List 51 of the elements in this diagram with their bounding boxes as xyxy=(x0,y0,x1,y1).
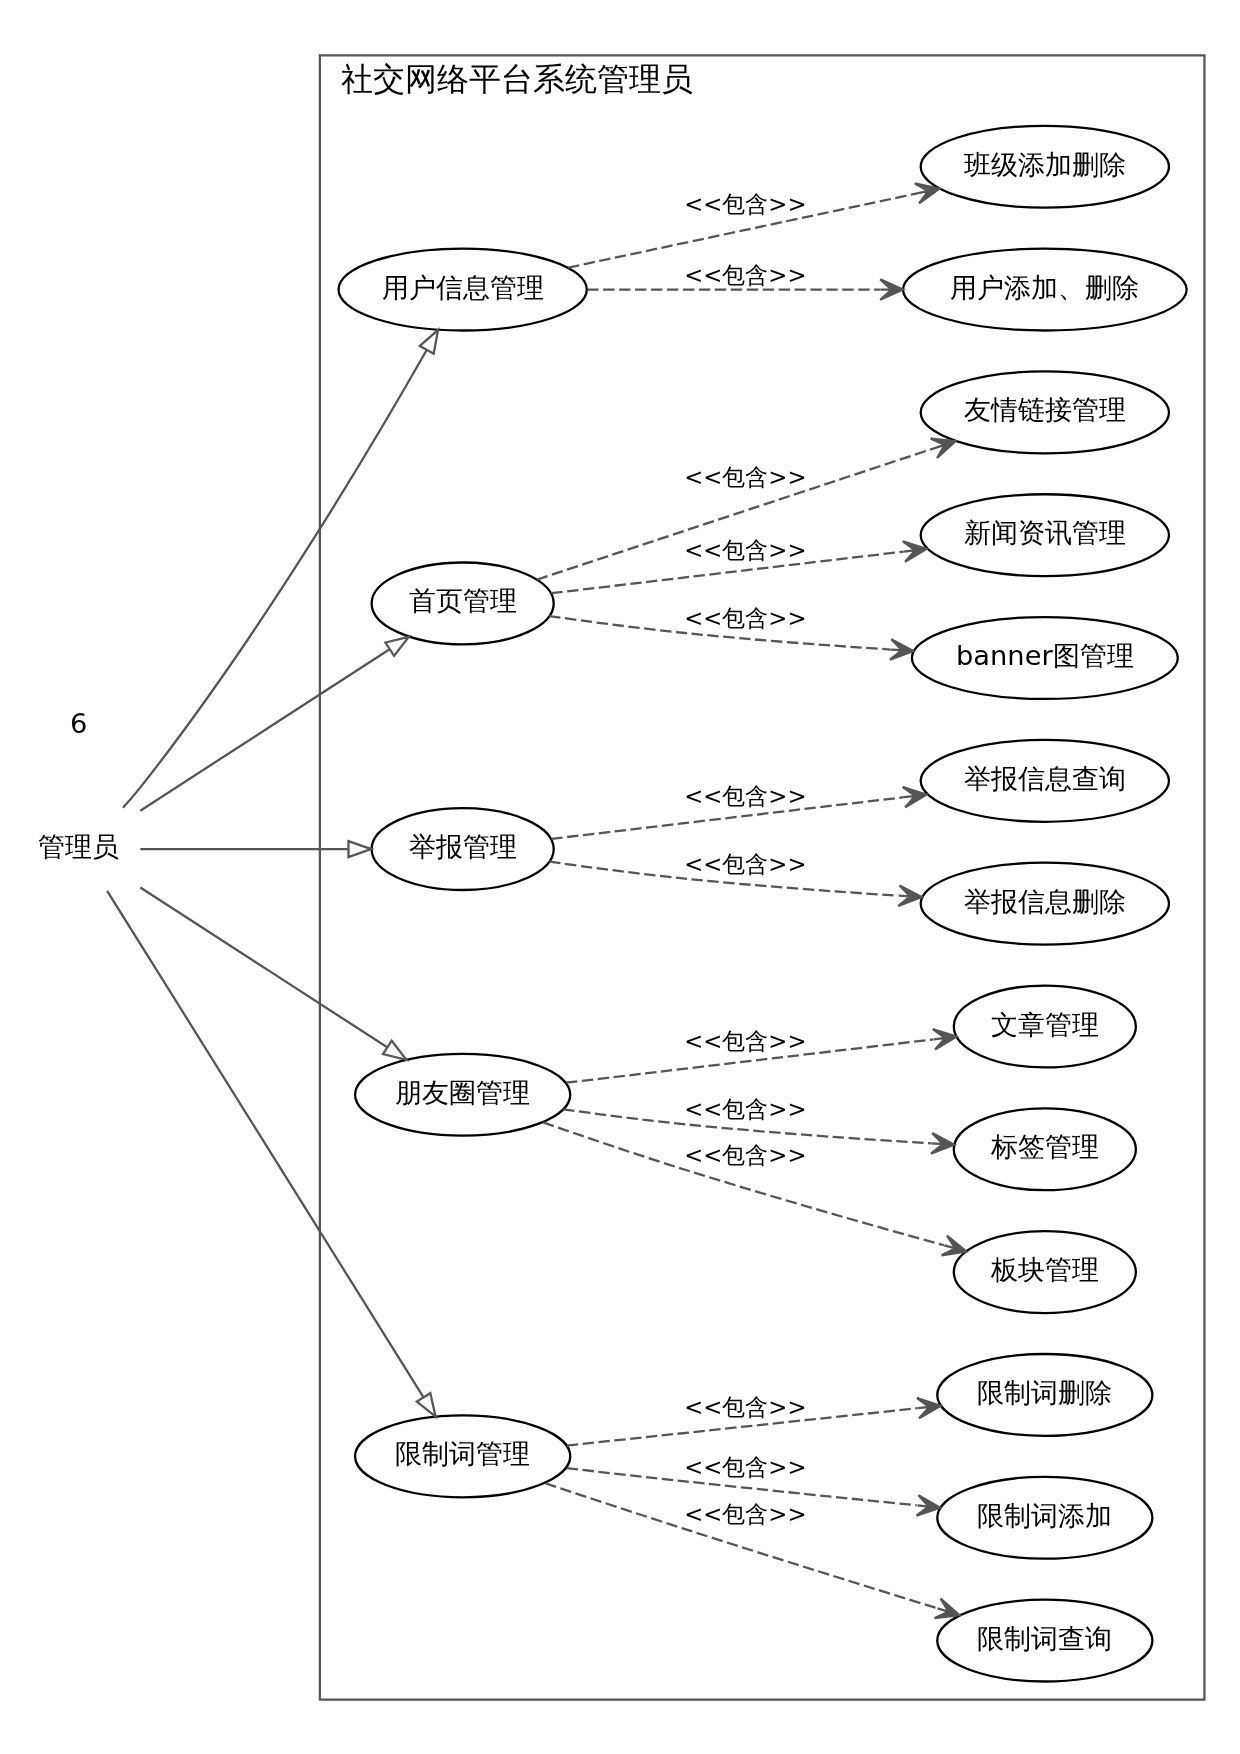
node-ellipse: 用户信息管理 xyxy=(337,247,588,332)
node-ellipse: 板块管理 xyxy=(952,1229,1138,1314)
arrow xyxy=(567,181,941,269)
edge-label: <<包含>> xyxy=(684,463,807,490)
node-ellipse: 新闻资讯管理 xyxy=(919,492,1171,577)
arrow xyxy=(549,614,915,661)
edge-label: <<包含>> xyxy=(684,1500,807,1527)
node-ellipse: 举报信息查询 xyxy=(919,738,1171,823)
node-ellipse: 友情链接管理 xyxy=(919,369,1171,454)
node-ellipse: 标签管理 xyxy=(952,1106,1138,1191)
arrow xyxy=(139,634,412,812)
node-ellipse: 举报信息删除 xyxy=(919,861,1171,946)
node-ellipse: 首页管理 xyxy=(370,560,555,645)
node-ellipse: 用户添加、删除 xyxy=(901,247,1188,332)
node-ellipse: 限制词查询 xyxy=(936,1598,1154,1683)
arrow xyxy=(549,860,923,907)
arrow xyxy=(122,326,440,809)
edge-label: <<包含>> xyxy=(684,1393,807,1420)
arrow xyxy=(566,1466,942,1517)
node-ellipse: banner图管理 xyxy=(910,615,1179,700)
node-ellipse: 限制词管理 xyxy=(353,1413,572,1498)
edge-label: <<包含>> xyxy=(684,190,807,217)
node-ellipse: 举报管理 xyxy=(370,806,555,891)
edge-label: <<包含>> xyxy=(684,261,807,288)
arrow xyxy=(563,1107,956,1155)
node-ellipse: 朋友圈管理 xyxy=(353,1052,572,1137)
edge-label: <<包含>> xyxy=(684,850,807,877)
node-ellipse: 限制词删除 xyxy=(936,1352,1154,1437)
edge-label: <<包含>> xyxy=(684,604,807,631)
arrow xyxy=(139,886,410,1062)
node-ellipse: 限制词添加 xyxy=(936,1475,1154,1560)
node-text: 管理员 xyxy=(38,830,120,862)
arrow xyxy=(551,539,928,594)
arrow xyxy=(566,1027,958,1084)
arrow xyxy=(551,785,928,840)
arrow xyxy=(587,277,905,301)
arrow xyxy=(566,1396,942,1447)
arrow xyxy=(536,436,957,581)
arrow xyxy=(140,839,375,859)
edge-label: <<包含>> xyxy=(684,1027,807,1054)
arrow xyxy=(542,1120,968,1256)
edge-label: <<包含>> xyxy=(684,1095,807,1122)
node-ellipse: 班级添加删除 xyxy=(919,124,1171,209)
edge-label: <<包含>> xyxy=(684,1453,807,1480)
edge-label: <<包含>> xyxy=(684,782,807,809)
node-ellipse: 文章管理 xyxy=(952,983,1138,1069)
arrow xyxy=(545,1481,961,1619)
arrow xyxy=(106,889,438,1420)
label: 6 xyxy=(70,707,88,739)
edge-label: <<包含>> xyxy=(684,1141,807,1168)
edge-label: <<包含>> xyxy=(684,536,807,563)
